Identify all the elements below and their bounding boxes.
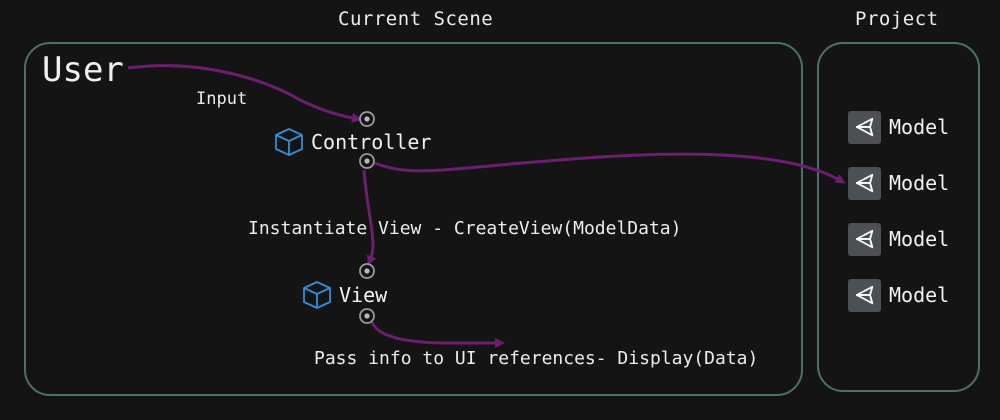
view-output-port-icon[interactable] xyxy=(358,307,376,325)
model-asset-item[interactable]: Model xyxy=(848,109,949,145)
controller-input-port-icon[interactable] xyxy=(358,110,376,128)
unity-logo-icon xyxy=(848,222,881,256)
wire-user-to-controller xyxy=(127,64,362,123)
controller-node-label: Controller xyxy=(311,130,432,154)
model-asset-label: Model xyxy=(889,171,950,195)
view-input-port-icon[interactable] xyxy=(358,262,376,280)
model-asset-label: Model xyxy=(889,227,950,251)
view-node[interactable]: View xyxy=(301,279,387,311)
scene-panel-title: Current Scene xyxy=(338,8,494,30)
gameobject-cube-icon xyxy=(303,281,331,309)
project-panel xyxy=(817,42,980,392)
model-asset-label: Model xyxy=(889,115,950,139)
model-asset-item[interactable]: Model xyxy=(848,165,949,201)
instantiate-edge-label: Instantiate View - CreateView(ModelData) xyxy=(248,218,682,239)
input-edge-label: Input xyxy=(196,89,248,109)
model-asset-item[interactable]: Model xyxy=(848,277,949,313)
unity-logo-icon xyxy=(848,166,881,200)
wire-controller-to-view xyxy=(362,169,377,266)
project-panel-title: Project xyxy=(855,8,939,30)
gameobject-cube-icon xyxy=(275,128,303,156)
current-scene-panel xyxy=(24,42,803,396)
model-asset-label: Model xyxy=(889,283,950,307)
wire-view-to-ui xyxy=(370,321,505,348)
project-model-list: Model Model Model xyxy=(848,109,949,333)
unity-logo-icon xyxy=(848,110,881,144)
user-node-label: User xyxy=(42,50,124,90)
unity-logo-icon xyxy=(848,278,881,312)
controller-output-port-icon[interactable] xyxy=(358,152,376,170)
view-node-label: View xyxy=(339,283,388,307)
pass-info-edge-label: Pass info to UI references- Display(Data… xyxy=(314,348,759,369)
controller-node[interactable]: Controller xyxy=(273,126,431,158)
wire-controller-to-model xyxy=(374,152,846,184)
model-asset-item[interactable]: Model xyxy=(848,221,949,257)
